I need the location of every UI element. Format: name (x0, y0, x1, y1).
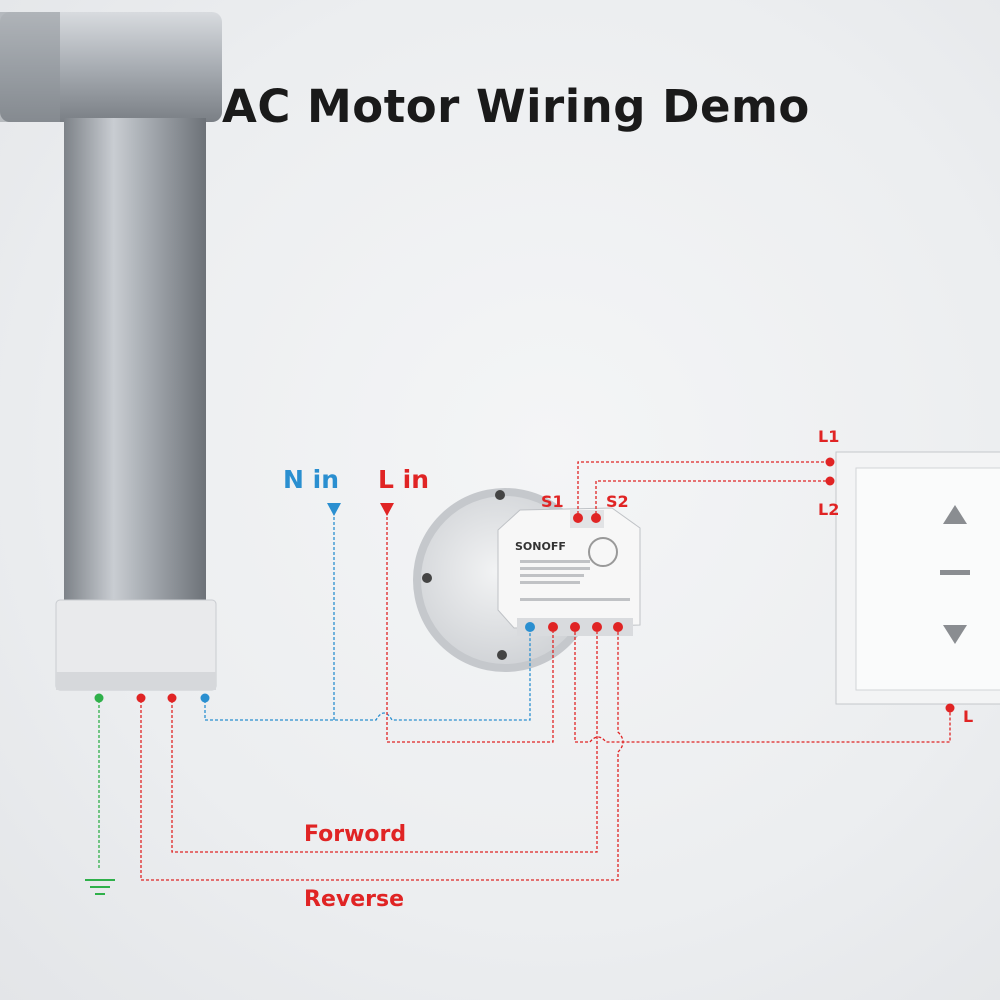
neutral-terminal (200, 693, 210, 703)
l-label: L (963, 707, 974, 726)
switch-l-wire (574, 632, 951, 743)
motor-body (64, 118, 206, 608)
s2-wire (595, 480, 830, 514)
live-in-arrow-icon (380, 503, 394, 516)
l-terminal (945, 703, 955, 713)
down-arrow-icon (943, 625, 967, 644)
live-in-wire (386, 512, 554, 743)
s1-label: S1 (541, 492, 564, 511)
wall-switch (835, 451, 1000, 705)
ground-terminal (94, 693, 104, 703)
l2-label: L2 (818, 500, 840, 519)
stop-mark-icon (940, 570, 970, 575)
reverse-label: Reverse (304, 887, 404, 912)
module-brand: SONOFF (515, 540, 566, 553)
neutral-in-arrow-icon (327, 503, 341, 516)
s2-label: S2 (606, 492, 629, 511)
l-in-label: L in (378, 465, 430, 494)
n-in-label: N in (283, 465, 339, 494)
neutral-wire-motor (204, 630, 531, 721)
s1-wire (577, 461, 830, 514)
l1-label: L1 (818, 427, 840, 446)
reverse-wire (140, 632, 624, 881)
ground-symbol-icon (85, 879, 115, 895)
l1-terminal (825, 457, 835, 467)
up-arrow-icon (943, 505, 967, 524)
ac-motor (0, 12, 222, 691)
diagram-title: AC Motor Wiring Demo (222, 80, 810, 133)
forward-label: Forword (304, 822, 407, 847)
forward-wire (171, 632, 598, 853)
l2-terminal (825, 476, 835, 486)
sonoff-module (497, 507, 641, 636)
reverse-terminal (136, 693, 146, 703)
module-terminals (517, 513, 633, 636)
forward-terminal (167, 693, 177, 703)
